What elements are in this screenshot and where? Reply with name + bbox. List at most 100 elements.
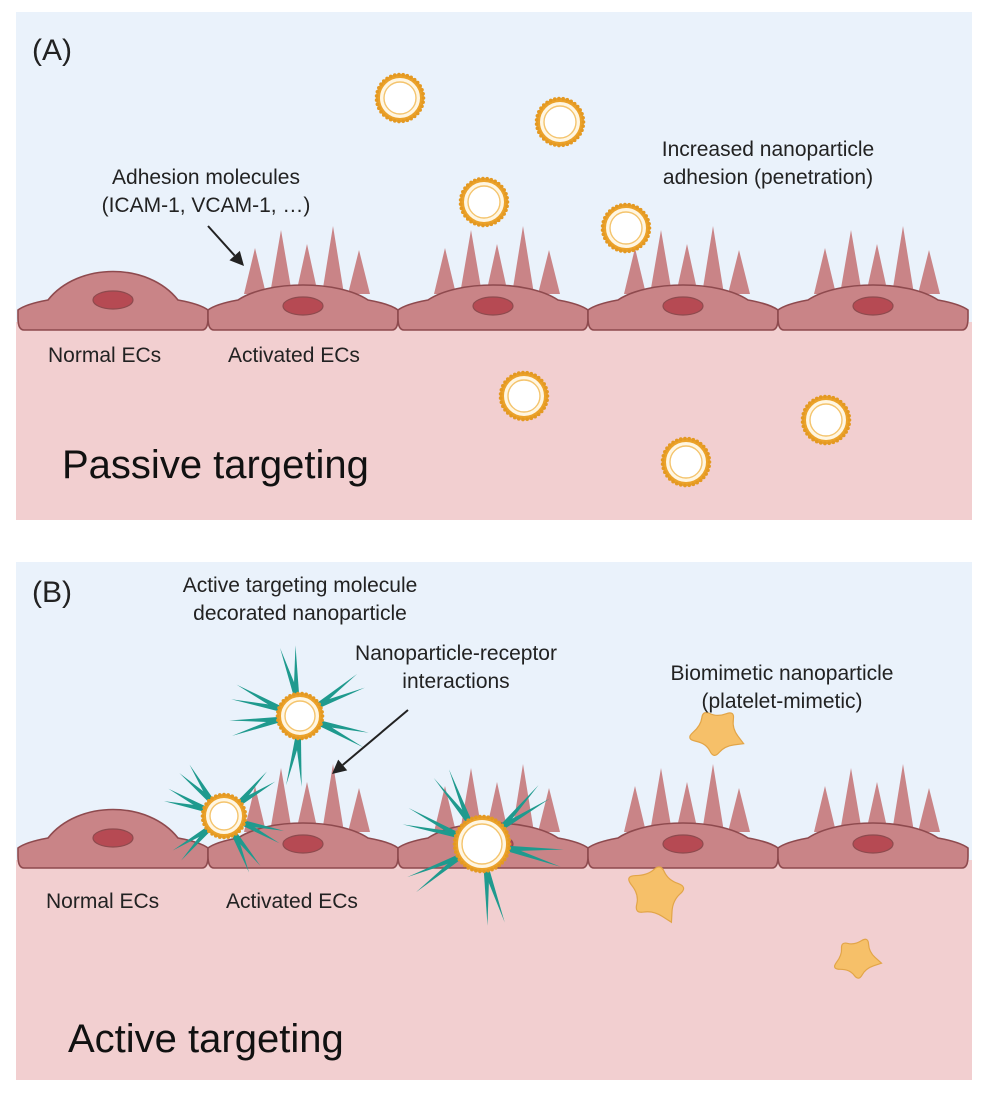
lipid-head: [418, 84, 422, 88]
platelet-mimetic-nanoparticle-icon: [689, 711, 745, 756]
lipid-head: [569, 140, 573, 145]
lipid-head: [485, 223, 489, 228]
lipid-head: [701, 475, 706, 480]
targeting-ligand: [433, 769, 472, 824]
ligand-arm: [506, 845, 561, 867]
receptor-interaction-arrow: [332, 709, 409, 774]
lipid-head: [276, 710, 280, 714]
adhesion-molecule-spike: [814, 786, 836, 832]
arrow-shaft: [207, 225, 236, 257]
increased-adhesion-line-2: adhesion (penetration): [662, 166, 874, 189]
lipid-head: [704, 448, 708, 452]
lipid-head: [242, 805, 246, 810]
lipid-head: [304, 735, 308, 740]
lipid-head: [500, 823, 504, 828]
lipid-head: [603, 236, 607, 240]
lipid-head: [476, 177, 481, 181]
lipid-head: [516, 371, 521, 375]
panel-a-activated-endothelial-cell-icon: [207, 226, 399, 331]
lipid-head: [226, 793, 230, 797]
lipid-head: [470, 867, 474, 872]
lipid-head: [459, 193, 464, 198]
lipid-head: [844, 430, 848, 434]
adhesion-molecule-spike: [322, 764, 344, 832]
lipid-head: [635, 205, 639, 210]
lipid-head: [544, 385, 548, 390]
lipid-head: [499, 184, 504, 189]
adhesion-molecule-spike: [702, 764, 724, 832]
lipid-head: [317, 726, 321, 730]
lipid-head: [638, 207, 643, 212]
lipid-head: [213, 794, 218, 798]
targeting-ligand: [316, 674, 365, 709]
lipid-head: [663, 470, 667, 474]
ligand-arm: [237, 781, 276, 806]
ligand-arm: [237, 771, 267, 805]
ligand-arm: [229, 716, 280, 723]
nanoparticle-core: [284, 700, 316, 732]
lipid-head: [691, 437, 696, 442]
lipid-head: [206, 829, 211, 834]
ligand-arm: [402, 824, 459, 838]
lipid-head: [541, 137, 546, 141]
lipid-head: [505, 377, 510, 381]
lipid-head: [838, 436, 843, 441]
lipid-head: [644, 238, 648, 242]
lipid-head: [498, 392, 503, 396]
lipid-head: [565, 97, 570, 102]
lipid-head: [230, 834, 235, 838]
lipid-head: [706, 451, 710, 456]
lipid-head: [472, 178, 477, 183]
lipid-head: [226, 835, 230, 839]
lipid-head: [481, 223, 485, 228]
lipid-head: [320, 714, 325, 718]
lipid-head: [401, 72, 405, 77]
ligand-arm: [483, 869, 490, 926]
adhesion-molecule-spike: [460, 230, 482, 294]
lipid-head: [277, 706, 281, 710]
lipid-head: [678, 437, 683, 441]
lipid-head: [525, 417, 529, 422]
lipid-head: [548, 98, 553, 103]
targeting-ligand: [286, 736, 302, 787]
platelet-mimetic-nanoparticle-icon: [628, 866, 685, 924]
lipid-head: [453, 850, 458, 854]
lipid-head: [572, 138, 577, 143]
lipid-head: [405, 118, 410, 123]
targeting-ligand: [483, 868, 505, 926]
activated-ecs-label: Activated ECs: [228, 344, 360, 367]
lipid-head: [544, 402, 548, 407]
adhesion-molecule-spike: [650, 768, 672, 832]
ligand-arm: [181, 827, 211, 861]
lipid-head: [618, 249, 623, 253]
adhesion-molecule-spike: [624, 786, 646, 832]
lipid-head: [474, 815, 478, 819]
lipid-head: [463, 820, 467, 825]
biomimetic-line-1: Biomimetic nanoparticle: [670, 662, 894, 685]
ligand-arm: [293, 645, 300, 696]
lipid-head: [509, 374, 513, 379]
lipid-head: [458, 202, 463, 206]
lipid-head: [665, 446, 669, 450]
lipid-head: [800, 420, 805, 424]
lipid-head: [512, 415, 517, 420]
lipid-head: [452, 842, 457, 846]
lipid-head: [707, 460, 712, 464]
active-molecule-label: Active targeting molecule decorated nano…: [140, 572, 460, 628]
lipid-head: [831, 440, 836, 445]
panel-b-illustration: [16, 562, 972, 1080]
targeting-ligand: [402, 807, 459, 838]
lipid-head: [319, 722, 323, 726]
ligand-decorated-nanoparticle-icon: [200, 792, 248, 840]
arrow-head: [332, 759, 348, 774]
lipid-head: [388, 74, 393, 79]
ligand-arm: [242, 820, 285, 831]
lipid-head: [243, 818, 247, 822]
lipid-head: [379, 82, 383, 86]
ligand-arm: [415, 854, 462, 893]
lipid-head: [453, 838, 457, 842]
lipid-head: [539, 378, 544, 383]
lipid-head: [835, 397, 839, 402]
lipid-head: [525, 370, 529, 375]
ligand-arm: [407, 854, 461, 878]
